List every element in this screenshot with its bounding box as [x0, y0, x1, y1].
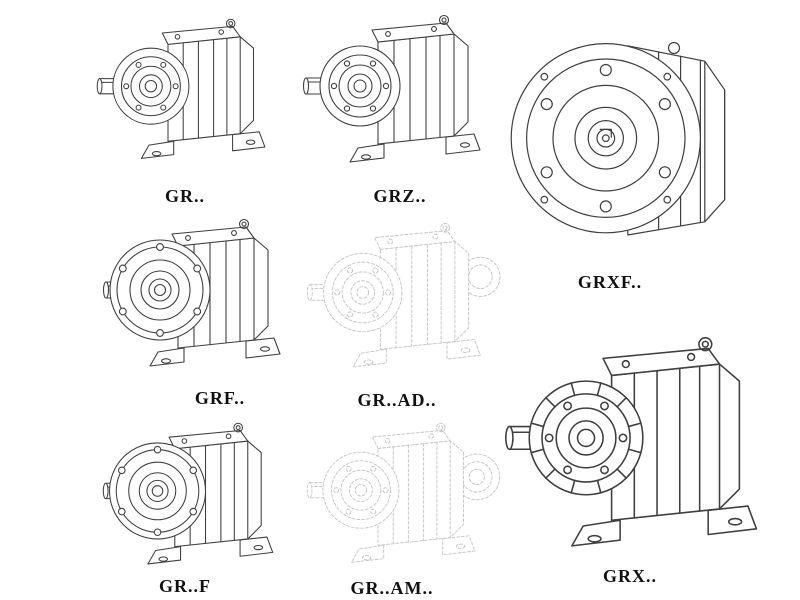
label-grz: GRZ..	[373, 186, 427, 206]
label-grf: GRF..	[194, 388, 246, 408]
gr-f-drawing	[103, 423, 272, 564]
label-gr-f: GR..F	[159, 576, 211, 596]
label-gr-am: GR..AM..	[350, 578, 434, 598]
label-gr: GR..	[165, 186, 205, 206]
label-gr-ad: GR..AD..	[357, 390, 437, 410]
gr-am-drawing	[307, 423, 501, 562]
grz-drawing	[304, 16, 481, 163]
grf-drawing	[104, 220, 281, 367]
label-grxf: GRXF..	[577, 272, 643, 292]
grx-drawing	[506, 338, 757, 546]
gr-drawing	[97, 19, 265, 158]
grxf-drawing	[510, 41, 726, 236]
label-grx: GRX..	[603, 566, 657, 586]
gr-ad-drawing	[307, 223, 501, 367]
